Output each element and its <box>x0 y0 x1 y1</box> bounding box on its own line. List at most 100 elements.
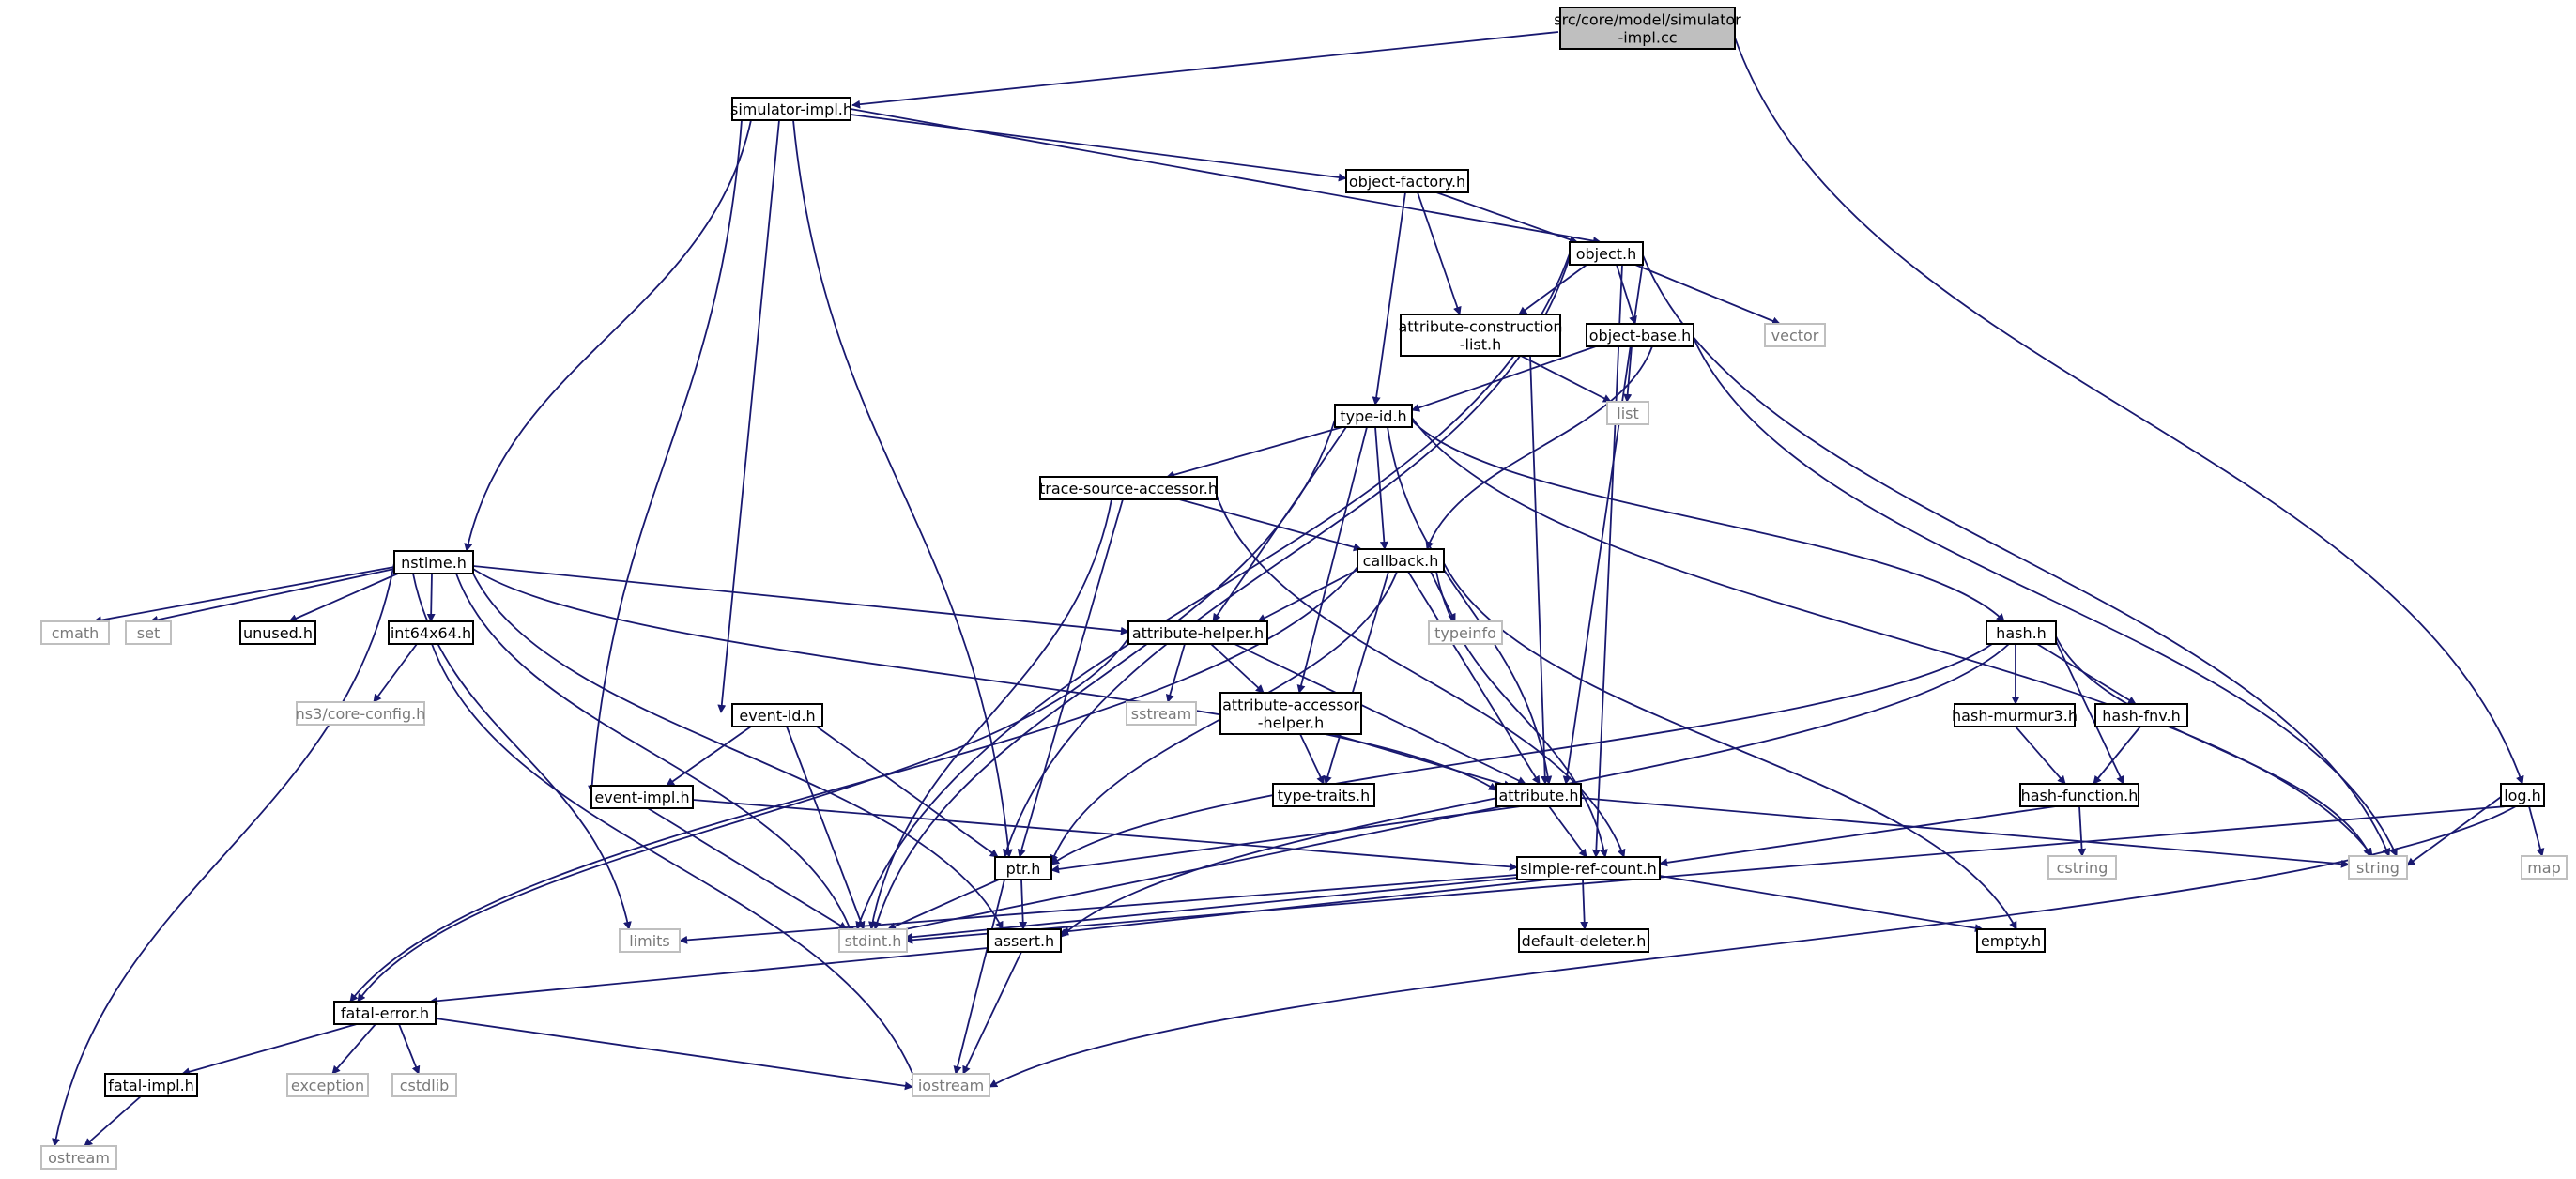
node-root[interactable]: src/core/model/simulator-impl.cc <box>1554 7 1741 50</box>
edge-callback_h-to-attribute_h <box>1407 571 1541 785</box>
node-hash_murmur3_h[interactable]: hash-murmur3.h <box>1952 703 2078 727</box>
edge-event_impl_h-to-simple_ref_count_h <box>692 799 1518 871</box>
edge-object_base_h-to-string <box>1693 337 2398 857</box>
edge-assert_h-to-fatal_error_h <box>429 947 989 1005</box>
edge-nstime_h-to-unused_h <box>288 573 399 622</box>
node-box <box>2521 855 2568 880</box>
node-assert_h[interactable]: assert.h <box>987 928 1062 953</box>
edge-simulator_impl_h-to-ptr_h <box>792 119 1013 858</box>
node-simple_ref_count_h[interactable]: simple-ref-count.h <box>1516 856 1661 880</box>
node-label: ostream <box>48 1149 110 1167</box>
node-attribute_h[interactable]: attribute.h <box>1495 783 1582 807</box>
edge-root-to-log_h <box>1734 37 2524 785</box>
node-int64x64_h[interactable]: int64x64.h <box>388 620 474 645</box>
node-attribute_helper_h[interactable]: attribute-helper.h <box>1127 620 1268 645</box>
node-box <box>1219 692 1362 735</box>
node-attr_construction_list_h[interactable]: attribute-construction-list.h <box>1398 314 1563 357</box>
node-box <box>391 1073 457 1097</box>
node-object_factory_h[interactable]: object-factory.h <box>1345 169 1469 193</box>
edge-type_id_h-to-string <box>1411 417 2373 857</box>
node-hash_h[interactable]: hash.h <box>1986 620 2057 645</box>
edge-type_id_h-to-stdint_h <box>873 419 1336 930</box>
edge-simulator_impl_h-to-event_impl_h <box>588 119 743 794</box>
edge-nstime_h-to-stdint_h <box>455 573 854 936</box>
node-type_traits_h[interactable]: type-traits.h <box>1272 783 1375 807</box>
node-type_id_h[interactable]: type-id.h <box>1334 404 1413 428</box>
node-log_h[interactable]: log.h <box>2500 783 2545 807</box>
node-label: list <box>1617 405 1639 422</box>
node-box <box>994 856 1052 880</box>
node-label: empty.h <box>1981 932 2041 950</box>
node-box <box>1272 783 1375 807</box>
edge-nstime_h-to-set <box>149 568 395 624</box>
node-box <box>838 928 908 953</box>
edge-ptr_h-to-assert_h <box>1019 879 1028 930</box>
node-object_base_h[interactable]: object-base.h <box>1586 323 1694 347</box>
node-set: set <box>125 620 172 645</box>
node-box <box>1495 783 1582 807</box>
edge-object_h-to-ptr_h <box>1003 256 1571 858</box>
edge-simple_ref_count_h-to-empty_h <box>1659 875 1984 933</box>
node-object_h[interactable]: object.h <box>1569 241 1644 266</box>
node-label: cstring <box>2057 859 2108 877</box>
node-label: hash-murmur3.h <box>1952 707 2078 725</box>
edge-simulator_impl_h-to-object_factory_h <box>850 114 1347 182</box>
edge-fatal_error_h-to-exception <box>331 1023 376 1075</box>
edge-attribute_h-to-stdint_h <box>882 805 1503 937</box>
edge-simple_ref_count_h-to-default_deleter_h <box>1580 879 1589 930</box>
node-attr_accessor_helper_h[interactable]: attribute-accessor-helper.h <box>1219 692 1362 735</box>
edge-simple_ref_count_h-to-assert_h <box>1060 879 1550 936</box>
edge-type_id_h-to-attribute_h <box>1387 426 1553 785</box>
node-box <box>239 620 316 645</box>
node-box <box>125 620 172 645</box>
node-hash_fnv_h[interactable]: hash-fnv.h <box>2094 703 2188 727</box>
edge-hash_murmur3_h-to-hash_function_h <box>2015 726 2066 785</box>
edge-attribute_h-to-ptr_h <box>1050 805 1522 874</box>
node-box <box>1559 7 1736 50</box>
node-event_impl_h[interactable]: event-impl.h <box>590 785 694 809</box>
node-hash_function_h[interactable]: hash-function.h <box>2019 783 2139 807</box>
node-label: object-factory.h <box>1349 173 1465 191</box>
node-box <box>1569 241 1644 266</box>
node-box <box>1334 404 1413 428</box>
node-label: ptr.h <box>1006 860 1041 878</box>
node-box <box>1357 548 1445 573</box>
node-callback_h[interactable]: callback.h <box>1357 548 1445 573</box>
edge-attr_construction_list_h-to-list <box>1520 355 1612 403</box>
node-box <box>333 1001 437 1025</box>
node-unused_h[interactable]: unused.h <box>239 620 316 645</box>
node-box <box>393 550 474 574</box>
node-simulator_impl_h[interactable]: simulator-impl.h <box>730 97 852 121</box>
node-label: assert.h <box>994 932 1054 950</box>
node-label: hash-function.h <box>2021 787 2139 804</box>
edge-callback_h-to-simple_ref_count_h <box>1435 571 1608 858</box>
node-label: callback.h <box>1363 552 1439 570</box>
node-nstime_h[interactable]: nstime.h <box>393 550 474 574</box>
edge-nstime_h-to-attribute_helper_h <box>472 565 1129 635</box>
node-label: cmath <box>52 624 100 642</box>
node-fatal_impl_h[interactable]: fatal-impl.h <box>104 1073 198 1097</box>
node-label: simulator-impl.h <box>730 100 852 118</box>
node-fatal_error_h[interactable]: fatal-error.h <box>333 1001 437 1025</box>
edge-type_id_h-to-attr_accessor_helper_h <box>1296 426 1368 694</box>
node-default_deleter_h[interactable]: default-deleter.h <box>1518 928 1649 953</box>
node-empty_h[interactable]: empty.h <box>1976 928 2046 953</box>
node-box <box>2019 783 2139 807</box>
edge-log_h-to-iostream <box>989 805 2517 1088</box>
node-map: map <box>2521 855 2568 880</box>
node-limits: limits <box>619 928 681 953</box>
node-box <box>40 620 110 645</box>
node-box <box>987 928 1062 953</box>
edges-layer <box>52 31 2545 1147</box>
node-trace_source_accessor_h[interactable]: trace-source-accessor.h <box>1039 476 1218 500</box>
node-box <box>1039 476 1218 500</box>
edge-simple_ref_count_h-to-stdint_h <box>904 877 1518 942</box>
node-label: object-base.h <box>1589 327 1691 345</box>
edge-object_factory_h-to-type_id_h <box>1372 191 1406 406</box>
node-box <box>1976 928 2046 953</box>
node-label: attribute-construction <box>1398 318 1562 336</box>
node-event_id_h[interactable]: event-id.h <box>731 703 823 727</box>
node-box <box>1400 314 1561 357</box>
node-ptr_h[interactable]: ptr.h <box>994 856 1052 880</box>
node-label: stdint.h <box>845 932 902 950</box>
